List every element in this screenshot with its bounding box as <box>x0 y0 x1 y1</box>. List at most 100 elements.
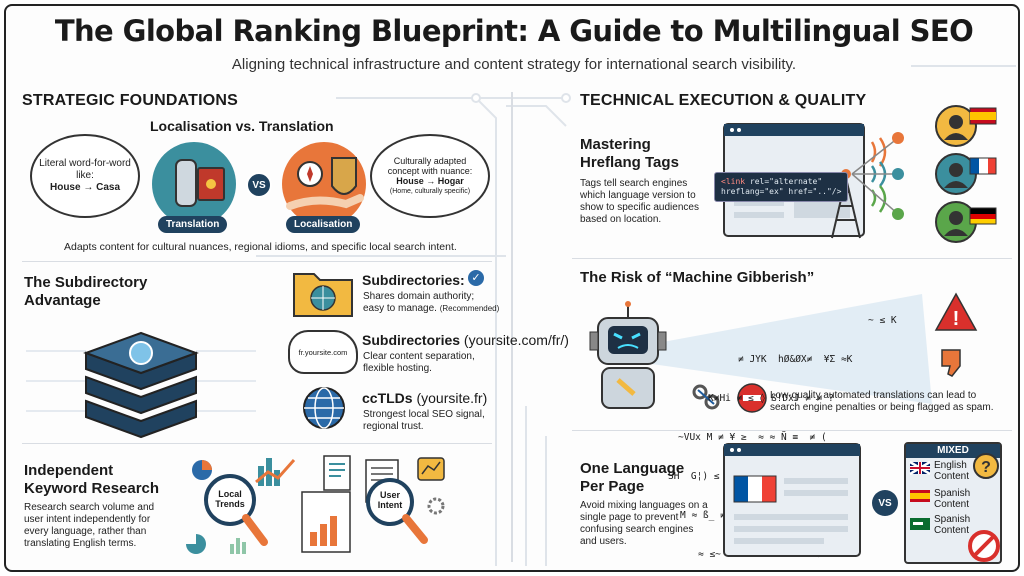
mixed-item-2: Spanish Content <box>934 488 970 510</box>
divider-1 <box>22 261 492 262</box>
subdirectory-heading-1: The Subdirectory <box>24 274 148 291</box>
option3-title: ccTLDs <box>362 390 413 406</box>
onelang-desc-2: single page to prevent <box>580 512 679 523</box>
hand-compass-mask-icon <box>282 142 366 226</box>
user-intent-illustration <box>301 455 445 553</box>
mixed-item-1-line1: English <box>934 460 967 471</box>
column-divider <box>511 92 513 562</box>
hreflang-desc-1: Tags tell search engines <box>580 178 688 189</box>
localisation-heading: Localisation vs. Translation <box>150 118 334 134</box>
localisation-caption: Adapts content for cultural nuances, reg… <box>64 241 457 253</box>
hreflang-heading-2: Hreflang Tags <box>580 154 679 171</box>
option2-title-row: Subdirectories (yoursite.com/fr/) <box>362 332 569 349</box>
svg-text:?: ? <box>981 459 991 476</box>
option2-desc2: flexible hosting. <box>363 363 432 374</box>
keyword-desc-3: every language, rather than <box>24 526 147 537</box>
avatar-spain <box>935 105 997 147</box>
keyword-desc-4: translating English terms. <box>24 538 137 549</box>
option1-desc2-row: easy to manage. (Recommended) <box>363 303 499 315</box>
mixed-item-1: English Content <box>934 460 969 482</box>
avatar-germany <box>935 201 997 243</box>
check-icon: ✓ <box>468 270 484 286</box>
lens2-label: User Intent <box>370 490 410 510</box>
option2-title: Subdirectories <box>362 332 461 348</box>
local-trends-illustration <box>186 458 296 554</box>
literal-line2: like: <box>76 170 94 181</box>
option3-desc1: Strongest local SEO signal, <box>363 409 485 420</box>
keyword-heading-1: Independent <box>24 462 114 479</box>
hreflang-desc-3: show to specific audiences <box>580 202 699 213</box>
option1-note: (Recommended) <box>439 304 500 313</box>
server-stack-icon <box>26 331 256 439</box>
option3-desc2: regional trust. <box>363 421 424 432</box>
adapted-concept-bubble: Culturally adapted concept with nuance: … <box>370 134 490 218</box>
hreflang-desc-2: which language version to <box>580 190 696 201</box>
literal-example: House → Casa <box>49 182 121 193</box>
code-line2: hreflang="ex" href=".."/> <box>721 187 842 196</box>
mixed-flags <box>909 460 931 530</box>
code-line1-tag: <link <box>721 177 746 186</box>
svg-text:!: ! <box>953 308 960 330</box>
no-entry-icon <box>968 530 1000 562</box>
mixed-item-2-line2: Content <box>934 499 970 510</box>
mixed-item-1-line2: Content <box>934 471 970 482</box>
keyword-heading-2: Keyword Research <box>24 480 160 497</box>
circuit-traces-decoration <box>256 65 1016 566</box>
flag-green-icon <box>910 518 930 530</box>
option1-title: Subdirectories: <box>362 272 465 288</box>
hreflang-code-snippet: <link rel="alternate" hreflang="ex" href… <box>714 172 849 202</box>
mixed-item-3-line1: Spanish <box>934 514 971 525</box>
hreflang-heading-1: Mastering <box>580 136 651 153</box>
page-title: The Global Ranking Blueprint: A Guide to… <box>54 14 974 48</box>
gibberish-glyphs-2: K≠Hi ≠ ≤ ◊ ß!DxJ ≠ ≠ ? <box>708 393 834 404</box>
lens2-line2: Intent <box>377 500 403 510</box>
section-title-technical: TECHNICAL EXECUTION & QUALITY <box>580 92 867 109</box>
adapted-line1: Culturally adapted <box>393 156 467 166</box>
gibberish-glyphs-0: ~ ≤ K <box>868 315 897 326</box>
option1-desc1: Shares domain authority; <box>363 291 475 302</box>
hreflang-desc-4: based on location. <box>580 214 662 225</box>
translation-label: Translation <box>158 216 228 233</box>
divider-2 <box>22 443 492 444</box>
locale-avatars <box>935 105 997 243</box>
onelang-heading-1: One Language <box>580 460 685 477</box>
onelang-desc-1: Avoid mixing languages on a <box>580 500 708 511</box>
mixed-item-3: Spanish Content <box>934 514 970 536</box>
literal-line1: Literal word-for-word <box>39 158 131 169</box>
lens2-line1: User <box>379 490 400 500</box>
literal-translation-bubble: Literal word-for-word like: House → Casa <box>30 134 140 218</box>
option1-desc2: easy to manage. <box>363 303 437 314</box>
cloud-icon: fr.yoursite.com <box>288 330 358 374</box>
mixed-item-3-line2: Content <box>934 525 970 536</box>
code-line1-attr: rel="alternate" <box>745 177 823 186</box>
lens1-line1: Local <box>218 489 242 499</box>
gibberish-glyphs-3: ~VUx M ≠ ¥ ≥ ≈ ≈ Ñ ≡ ≠ ( <box>678 432 827 443</box>
option2-desc1: Clear content separation, <box>363 351 475 362</box>
vs-badge: VS <box>246 172 272 198</box>
divider-3 <box>572 258 1012 259</box>
infographic-frame: The Global Ranking Blueprint: A Guide to… <box>4 4 1020 572</box>
onelang-desc-3: confusing search engines <box>580 524 694 535</box>
localisation-label: Localisation <box>286 216 361 233</box>
option3-title-suffix: (yoursite.fr) <box>416 390 488 406</box>
divider-4 <box>572 430 1012 431</box>
mixed-item-2-line1: Spanish <box>934 488 971 499</box>
gibberish-heading: The Risk of “Machine Gibberish” <box>580 269 815 286</box>
question-icon: ? <box>973 453 999 479</box>
section-title-strategic: STRATEGIC FOUNDATIONS <box>22 92 239 109</box>
code-line1: <link rel="alternate" <box>721 177 841 187</box>
avatar-france <box>935 153 997 195</box>
page-subtitle: Aligning technical infrastructure and co… <box>231 56 797 73</box>
option2-title-suffix: (yoursite.com/fr/) <box>463 332 569 348</box>
adapted-example: House → Hogar <box>396 176 464 186</box>
uk-flag-icon <box>909 460 931 476</box>
vs-badge-2: VS <box>872 490 898 516</box>
cloud-text: fr.yoursite.com <box>298 347 348 357</box>
folder-globe-icon <box>293 273 353 317</box>
keyword-desc-2: user intent independently for <box>24 514 151 525</box>
globe-icon <box>303 387 345 429</box>
robot-hand-book-icon <box>152 142 236 226</box>
subdirectory-heading-2: Advantage <box>24 292 101 309</box>
adapted-line2: concept with nuance: <box>387 166 473 176</box>
robot-gibberish-icon: ! <box>589 292 978 413</box>
